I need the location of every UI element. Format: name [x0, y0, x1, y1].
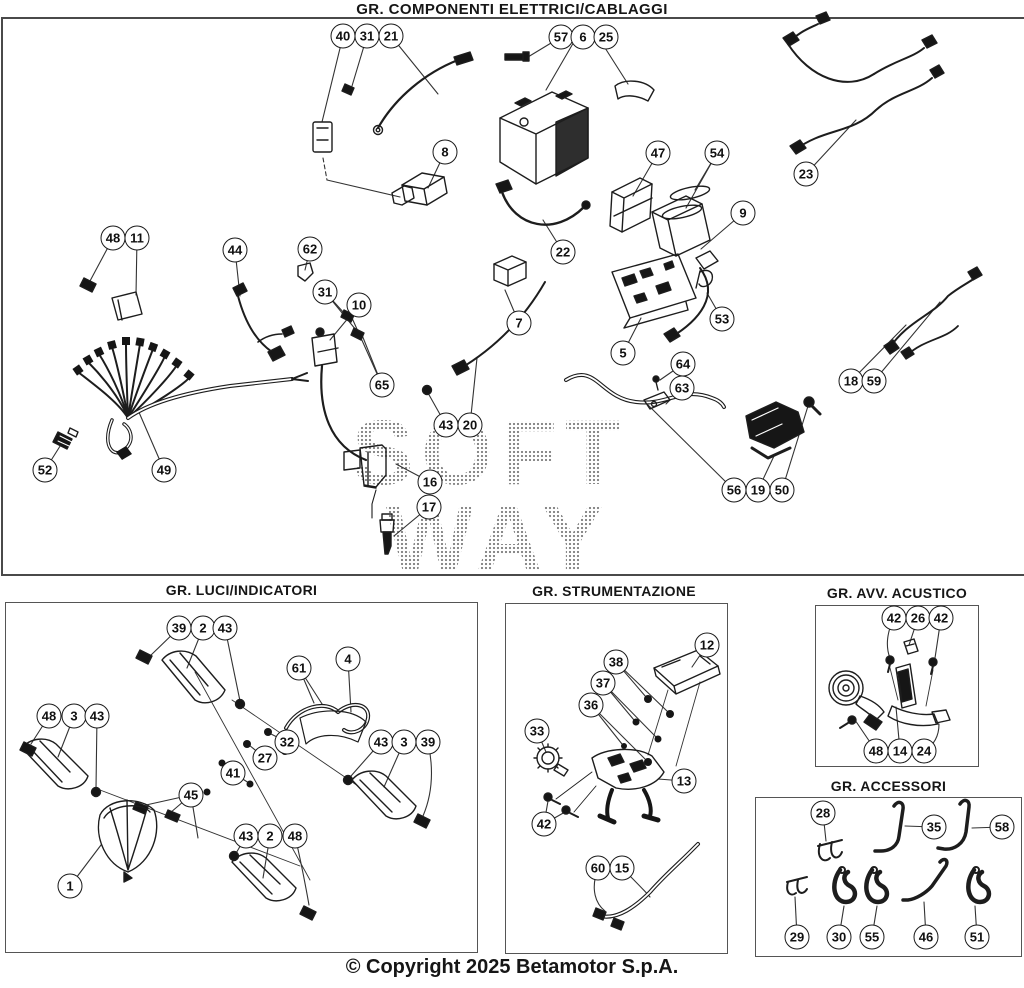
- bracket-13: [591, 748, 665, 825]
- clip-29: [786, 876, 808, 896]
- knob-33: [533, 743, 569, 777]
- fuse-part: [312, 121, 333, 153]
- art-luci: [19, 627, 432, 921]
- horn: [828, 670, 885, 731]
- panel-accessori: [755, 797, 1022, 957]
- panel-elettrici: [1, 17, 1024, 576]
- mounts: [621, 695, 674, 766]
- horn-bracket: [887, 663, 951, 727]
- indicator-left: [19, 738, 102, 798]
- art-elettrici: [44, 11, 983, 555]
- hook-51: [966, 866, 992, 905]
- clip-53: [695, 269, 714, 289]
- control-unit-5: [611, 253, 697, 329]
- bracket-46: [901, 857, 949, 902]
- plug-cap-16: [343, 444, 387, 519]
- flasher-48-11: [79, 277, 143, 321]
- art-acustico: [828, 617, 951, 752]
- screws-45: [132, 801, 181, 823]
- cables-18-59: [883, 266, 983, 360]
- section-title-luci: GR. LUCI/INDICATORI: [165, 582, 318, 598]
- clip-62: [297, 262, 314, 282]
- sensor-52: [52, 427, 79, 450]
- art-strumentazione: [533, 644, 721, 931]
- horn-bolts: [839, 655, 938, 729]
- main-harness-49: [72, 337, 309, 460]
- clamp-26: [903, 638, 919, 655]
- ecu-9: [651, 195, 719, 343]
- bolts-42: [543, 771, 597, 818]
- hook-30: [832, 866, 858, 905]
- panel-luci: [5, 602, 478, 953]
- regulator-19: [745, 396, 822, 460]
- copyright-text: © Copyright 2025 Betamotor S.p.A.: [345, 956, 679, 978]
- section-title-strumentazione: GR. STRUMENTAZIONE: [532, 583, 696, 599]
- bracket-58: [936, 798, 971, 851]
- box-47: [609, 177, 653, 233]
- clip-28: [817, 839, 843, 862]
- cable-60-15: [592, 842, 700, 931]
- section-title-acustico: GR. AVV. ACUSTICO: [826, 585, 968, 601]
- art-accessori: [786, 798, 1003, 938]
- strap-25: [614, 80, 655, 102]
- headlight-1: [97, 799, 158, 883]
- speedometer-12: [653, 649, 721, 695]
- section-title-accessori: GR. ACCESSORI: [830, 778, 947, 794]
- indicator-front-top: [135, 649, 246, 710]
- harness-23: [782, 11, 945, 155]
- indicator-right: [342, 770, 431, 829]
- cable-22: [495, 179, 591, 226]
- bolt-57: [504, 51, 530, 62]
- screw-dots: [203, 728, 289, 796]
- bolt-31: [341, 83, 355, 96]
- section-title-elettrici: GR. COMPONENTI ELETTRICI/CABLAGGI: [356, 1, 668, 18]
- lenses-54: [661, 185, 711, 220]
- panel-strumentazione: [505, 603, 728, 954]
- battery-6: [499, 90, 589, 185]
- ignition-coil-10: [311, 327, 368, 462]
- relay-7: [493, 255, 527, 287]
- bracket-61-4: [284, 702, 371, 745]
- indicator-lower: [228, 850, 317, 921]
- spark-plug-17: [379, 513, 395, 555]
- starter-relay-8: [391, 172, 448, 206]
- cable-56: [564, 373, 726, 409]
- grommet-43-cable-20: [421, 281, 546, 396]
- battery-cable-21: [372, 51, 474, 136]
- bracket-35: [873, 800, 905, 853]
- cable-44: [232, 282, 295, 362]
- hook-55: [864, 866, 890, 905]
- leader-lines: [30, 627, 432, 906]
- leader-lines: [44, 35, 941, 537]
